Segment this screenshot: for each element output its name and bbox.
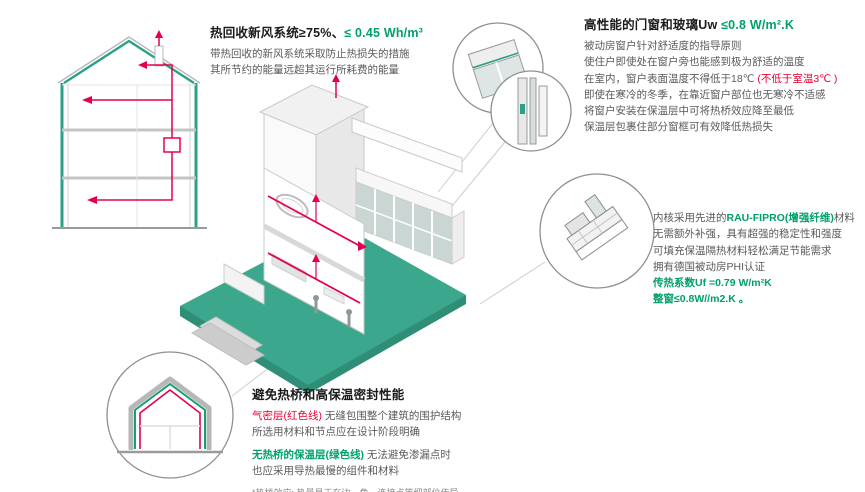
ventilation-title-value: ≤ 0.45 Wh/m³	[344, 26, 423, 40]
insulation-layer-label: 无热桥的保温层(绿色线)	[252, 448, 364, 461]
window-section-sketch	[517, 77, 548, 145]
duct-lines	[267, 80, 361, 304]
windows-section: 高性能的门窗和玻璃Uw ≤0.8 W/m².K 被动房窗户针对舒适度的指导原则 …	[584, 14, 860, 136]
window-profile-sketch	[564, 194, 629, 261]
ventilation-body-line: 带热回收的新风系统采取防止热损失的措施	[210, 48, 410, 60]
airtight-layer-label: 气密层(红色线)	[252, 410, 322, 422]
windows-title-text: 高性能的门窗和玻璃Uw	[584, 18, 722, 32]
profile-u-value: 传热系数Uf =0.79 W/m²K	[653, 277, 772, 290]
ventilation-body-line: 其所节约的能量远超其运行所耗费的能量	[210, 64, 399, 77]
profile-window-u-value: 整窗≤0.8W//m2.K 。	[653, 293, 750, 306]
duct-arrows	[312, 74, 367, 262]
thermal-callout-circle	[106, 351, 234, 479]
airtight-layer-red-line	[139, 388, 201, 449]
house-structure	[52, 36, 207, 229]
windows-body-line: 将窗户安装在保温层中可将热桥效应降至最低	[584, 105, 794, 118]
window-detail-callouts	[452, 22, 572, 152]
thermal-body-line: 气密层(红色线) 无缝包围整个建筑的围护结构	[252, 410, 462, 422]
windows-body-line: 使住户即使处在窗户旁也能感到极为舒适的温度	[584, 56, 805, 69]
isometric-house-illustration	[180, 74, 466, 394]
thermal-title: 避免热桥和高保温密封性能	[252, 388, 405, 402]
cutaway-interior	[262, 193, 366, 305]
windows-title: 高性能的门窗和玻璃Uw ≤0.8 W/m².K	[584, 14, 860, 33]
windows-body-line: 被动房窗户针对舒适度的指导原则	[584, 40, 742, 52]
ventilation-title: 热回收新风系统≥75%、≤ 0.45 Wh/m³	[210, 22, 480, 41]
insulation-layer-green-line	[134, 382, 206, 449]
mini-house-sketch	[117, 376, 223, 454]
windows-body-line: 在室内，窗户表面温度不得低于18℃ (不低于室温3℃ )	[584, 72, 838, 85]
profile-body-line: 无需额外补强，具有超强的稳定性和强度	[653, 228, 842, 241]
profile-body-line: 可填充保温隔热材料轻松满足节能需求	[653, 244, 832, 257]
ventilation-title-text: 热回收新风系统≥75%、	[210, 26, 345, 40]
thermal-body-line: 所选用材料和节点应在设计阶段明确	[252, 426, 420, 439]
section-house-illustration	[52, 30, 207, 229]
thermal-body-line: 也应采用导热最慢的组件和材料	[252, 464, 399, 477]
windows-title-value: ≤0.8 W/m².K	[721, 18, 795, 32]
windows-body-line: 即使在寒冷的冬季，在靠近窗户部位也无寒冷不适感	[584, 88, 826, 101]
profile-section: 内核采用先进的RAU-FIPRO(增强纤维)材料 无需额外补强，具有超强的稳定性…	[653, 210, 863, 308]
thermal-envelope-callout	[106, 351, 234, 479]
profile-body-line: 内核采用先进的RAU-FIPRO(增强纤维)材料	[653, 212, 855, 224]
thermal-body-line: 无热桥的保温层(绿色线) 无法避免渗漏点时	[252, 448, 451, 461]
window-profile-callout	[539, 173, 655, 289]
profile-material-name: RAU-FIPRO(增强纤维)	[726, 212, 834, 224]
ventilation-section: 热回收新风系统≥75%、≤ 0.45 Wh/m³ 带热回收的新风系统采取防止热损…	[210, 22, 480, 79]
thermal-bridge-footnote: *热桥效应: 热量易于在边、角、连接点等细部位传导	[252, 486, 562, 492]
windows-body-line: 保温层包裹住部分窗框可有效降低热损失	[584, 121, 773, 134]
thermal-section: 避免热桥和高保温密封性能 气密层(红色线) 无缝包围整个建筑的围护结构 所选用材…	[252, 384, 562, 492]
windows-temp-warning: (不低于室温3℃ )	[757, 72, 838, 85]
profile-body-line: 拥有德国被动房PHI认证	[653, 260, 766, 273]
air-flow-arrows	[82, 30, 163, 204]
human-figures	[313, 295, 352, 328]
